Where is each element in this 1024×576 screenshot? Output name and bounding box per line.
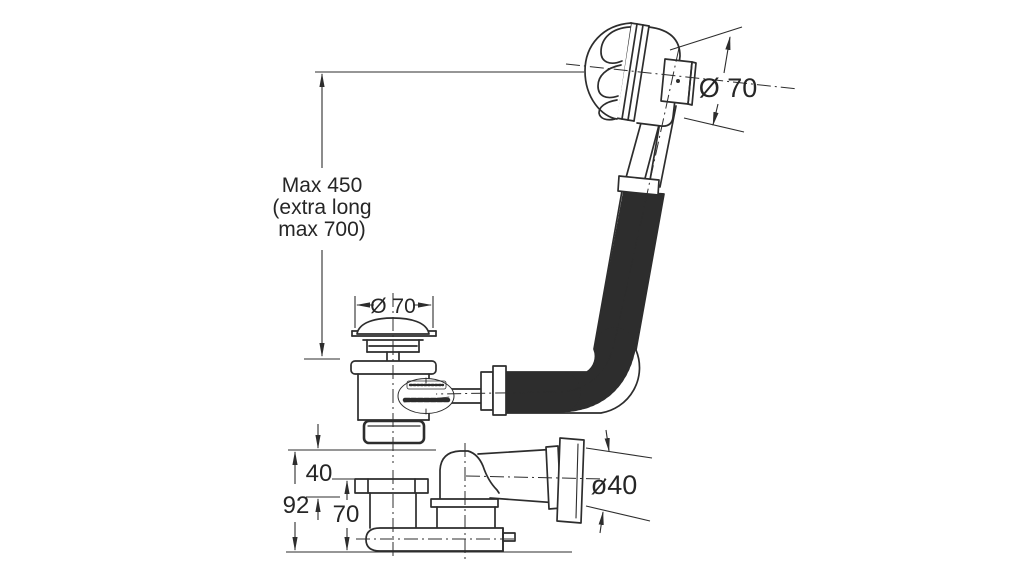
centerlines [356,47,799,560]
dim-label-outlet-diameter: ø40 [591,470,638,500]
trap-assembly [354,437,585,552]
trap-outlet-pipe [477,448,559,504]
hose-top-collar [617,175,660,196]
dim-trap-heights [286,424,572,553]
pipe-nut-face [575,443,579,519]
overflow-body-edge [687,61,697,106]
overflow-axis-centerline [565,63,799,90]
screw-dot-icon [676,79,680,83]
dim-waste-diameter [354,296,434,328]
overflow-assembly [584,22,697,196]
dim-outlet-diameter [585,429,653,534]
dim-label-70: 70 [333,501,360,528]
waste-fitting [350,317,507,445]
dim-label-waste-diameter: Ø 70 [370,295,416,318]
waste-side-outlet [449,365,507,416]
pipe-nut [556,437,585,524]
dim-label-overflow-diameter: Ø 70 [699,73,758,103]
overflow-knob-icon [584,22,632,121]
hose-ribs [506,191,664,413]
dim-label-max450-line3: max 700) [278,218,366,241]
dim-hose-length [304,71,584,360]
dim-label-92: 92 [283,492,310,519]
trap-inlet [354,478,429,529]
dim-overflow-diameter [669,26,745,133]
dim-label-max450-line2: (extra long [272,196,371,219]
dimension-labels: Max 450 (extra long max 700) Ø 70 Ø 70 4… [272,73,757,528]
trap-spigot [502,532,516,542]
dimension-graphics [286,26,745,553]
dim-label-max450-line1: Max 450 [282,174,363,197]
waste-backnut [362,419,426,445]
hose-centerline [435,47,680,395]
brand-label [397,377,455,415]
dim-label-40: 40 [306,460,333,487]
